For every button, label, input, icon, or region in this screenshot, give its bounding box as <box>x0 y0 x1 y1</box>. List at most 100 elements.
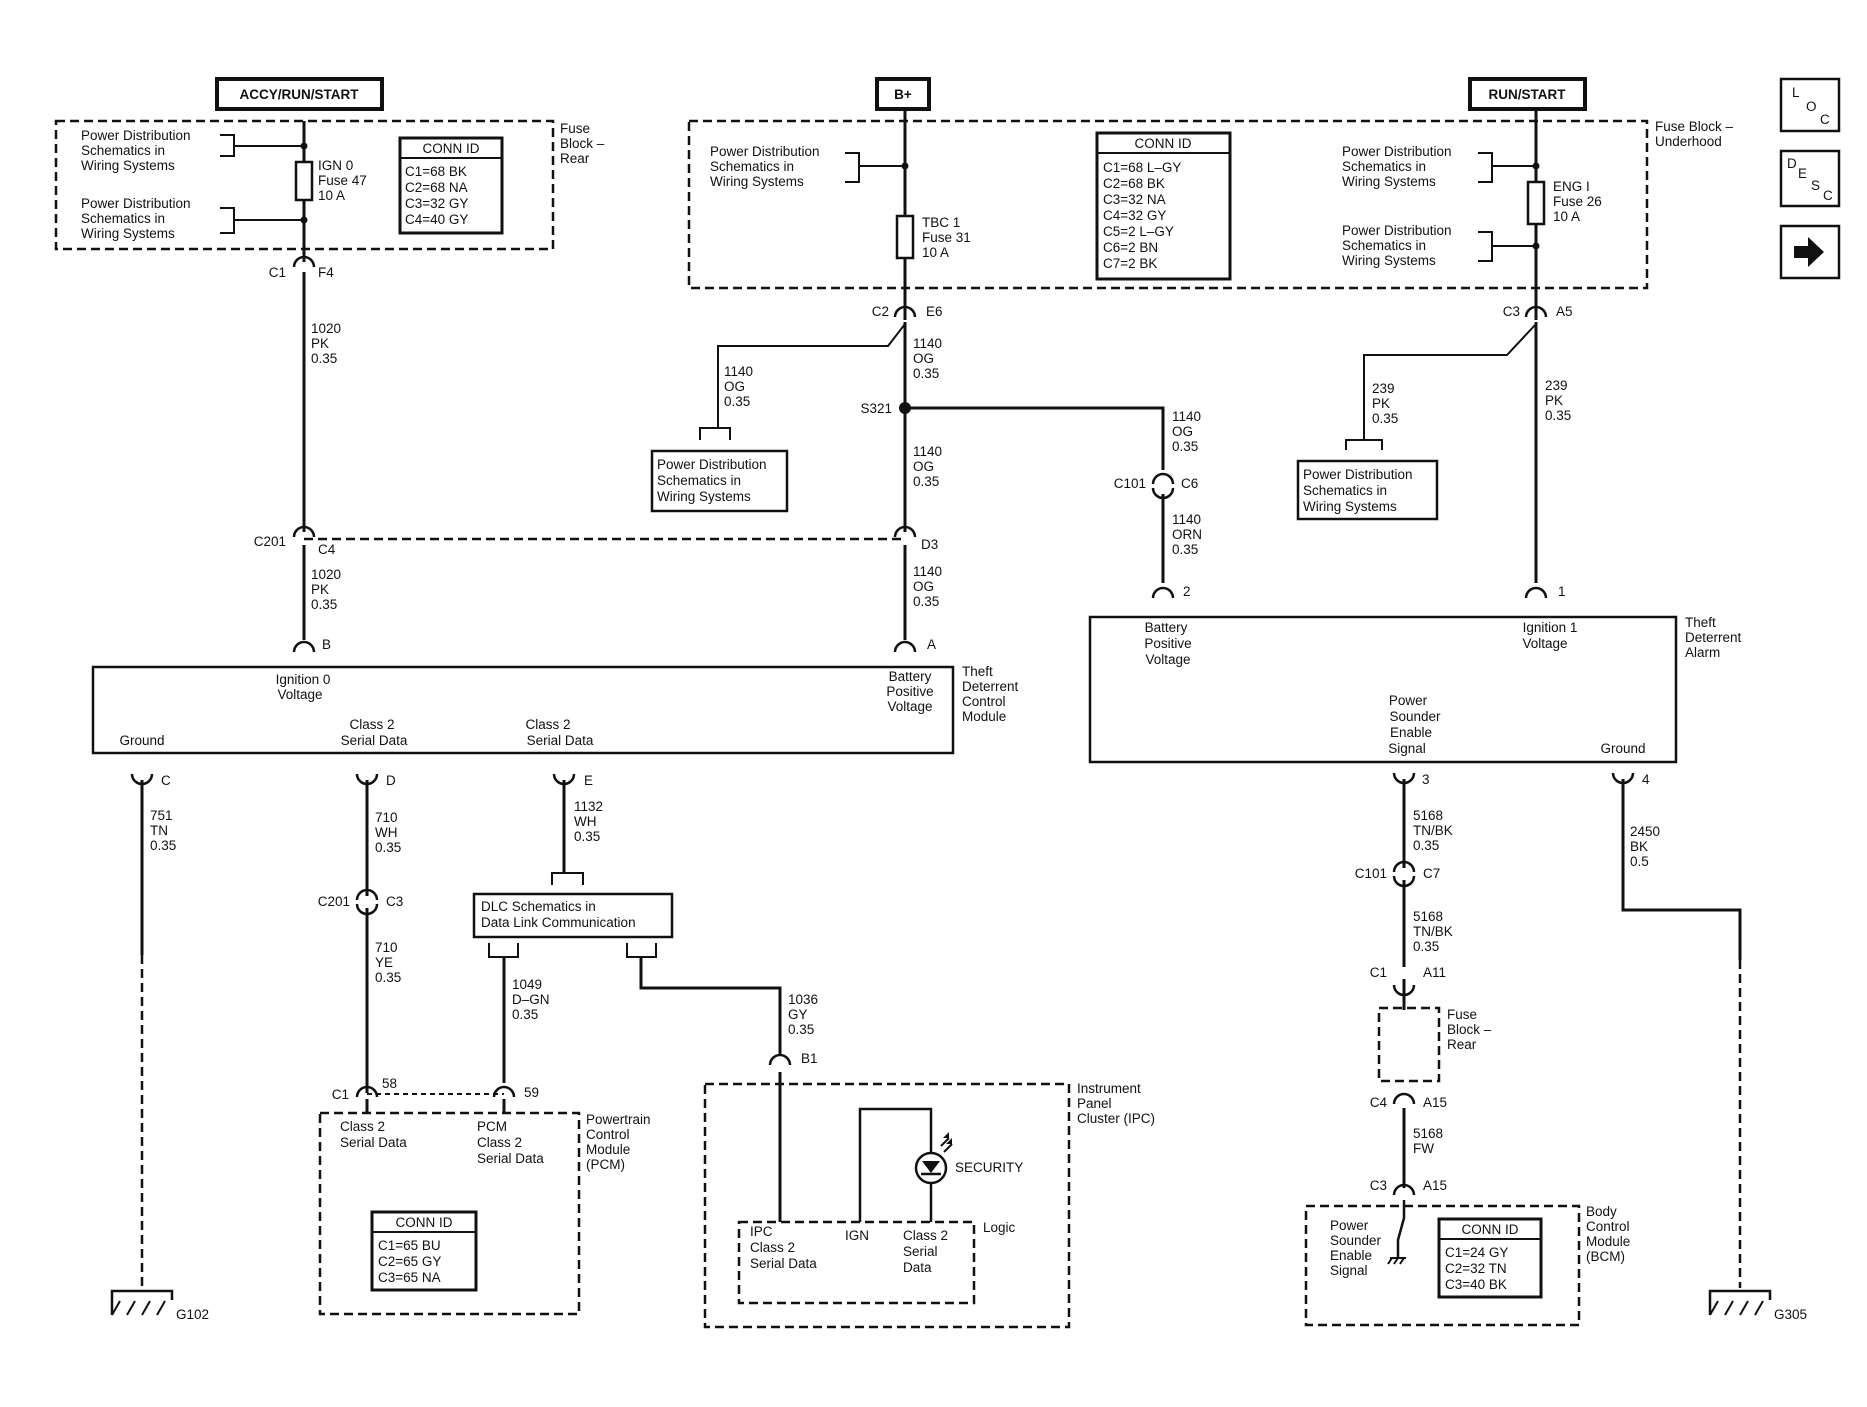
svg-text:TN/BK: TN/BK <box>1413 823 1453 838</box>
connector-d3: D3 <box>921 537 938 552</box>
svg-text:PK: PK <box>1545 393 1563 408</box>
svg-text:ACCY/RUN/START: ACCY/RUN/START <box>240 87 360 102</box>
connector-c3-lower: C3 <box>386 894 403 909</box>
dlc-schematics-box: DLC Schematics in Data Link Communicatio… <box>472 892 674 939</box>
svg-text:C4=32 GY: C4=32 GY <box>1103 208 1166 223</box>
wire-1140-branch <box>717 323 906 428</box>
fuse-block-rear-label: Fuse Block – Rear <box>560 121 605 166</box>
wire-label-710-wh: 710 WH 0.35 <box>375 810 401 855</box>
svg-text:Power Distribution: Power Distribution <box>1342 144 1452 159</box>
svg-text:Voltage: Voltage <box>1522 636 1567 651</box>
svg-text:IPC: IPC <box>750 1224 773 1239</box>
svg-text:10 A: 10 A <box>1553 209 1580 224</box>
conn-id-table-bcm: CONN ID C1=24 GY C2=32 TN C3=40 BK <box>1437 1217 1543 1299</box>
pin-3: 3 <box>1422 772 1430 787</box>
power-distribution-ref: Power Distribution Schematics in Wiring … <box>81 196 304 241</box>
wire-label-1140-mid: 1140 OG 0.35 <box>913 444 942 489</box>
svg-text:PK: PK <box>311 582 329 597</box>
svg-text:Wiring Systems: Wiring Systems <box>81 226 175 241</box>
svg-text:Module: Module <box>962 709 1006 724</box>
svg-text:D: D <box>1787 156 1797 171</box>
conn-id-table-underhood: CONN ID C1=68 L–GY C2=68 BK C3=32 NA C4=… <box>1095 131 1232 281</box>
wire-label-1140-low: 1140 OG 0.35 <box>913 564 942 609</box>
svg-text:Voltage: Voltage <box>1145 652 1190 667</box>
svg-text:Cluster (IPC): Cluster (IPC) <box>1077 1111 1155 1126</box>
svg-text:5168: 5168 <box>1413 909 1443 924</box>
svg-text:1020: 1020 <box>311 321 341 336</box>
fuse-block-underhood-outline <box>687 119 1649 290</box>
svg-text:Class 2: Class 2 <box>349 717 394 732</box>
svg-text:239: 239 <box>1372 381 1395 396</box>
svg-text:Power: Power <box>1389 693 1428 708</box>
svg-text:0.35: 0.35 <box>375 970 401 985</box>
svg-text:C3=65 NA: C3=65 NA <box>378 1270 441 1285</box>
svg-text:PCM: PCM <box>477 1119 507 1134</box>
svg-text:Rear: Rear <box>560 151 590 166</box>
wire-label-239-pd: 239 PK 0.35 <box>1372 381 1398 426</box>
svg-text:Control: Control <box>962 694 1006 709</box>
svg-text:Serial Data: Serial Data <box>340 1135 407 1150</box>
svg-text:Serial: Serial <box>903 1244 938 1259</box>
svg-text:0.35: 0.35 <box>913 594 939 609</box>
bcm-sounder-label: Power Sounder Enable Signal <box>1330 1218 1382 1278</box>
connector-c1-pcm: C1 <box>332 1087 349 1102</box>
svg-text:0.5: 0.5 <box>1630 854 1649 869</box>
connector-a15: A15 <box>1423 1095 1447 1110</box>
svg-text:Fuse 31: Fuse 31 <box>922 230 971 245</box>
security-led-icon <box>914 1132 953 1185</box>
power-distribution-ref: Power Distribution Schematics in Wiring … <box>1342 223 1536 268</box>
svg-text:Power Distribution: Power Distribution <box>81 128 191 143</box>
tda-ground-label: Ground <box>1600 741 1645 756</box>
loc-button[interactable]: L O C <box>1779 77 1841 133</box>
svg-text:Schematics in: Schematics in <box>81 211 165 226</box>
svg-text:C3=32 GY: C3=32 GY <box>405 196 468 211</box>
svg-text:Deterrent: Deterrent <box>962 679 1019 694</box>
svg-text:Enable: Enable <box>1330 1248 1372 1263</box>
svg-text:ORN: ORN <box>1172 527 1202 542</box>
svg-text:Ignition 1: Ignition 1 <box>1523 620 1578 635</box>
svg-text:Body: Body <box>1586 1204 1617 1219</box>
tdcm-ground-label: Ground <box>119 733 164 748</box>
power-distribution-ref: Power Distribution Schematics in Wiring … <box>710 144 905 189</box>
svg-text:Battery: Battery <box>889 669 932 684</box>
svg-text:C2=32 TN: C2=32 TN <box>1445 1261 1507 1276</box>
ipc-logic-block <box>737 1220 976 1305</box>
wire-label-1140-pd: 1140 OG 0.35 <box>724 364 753 409</box>
svg-text:Signal: Signal <box>1330 1263 1368 1278</box>
svg-text:WH: WH <box>375 825 398 840</box>
svg-text:CONN ID: CONN ID <box>1135 136 1192 151</box>
power-distribution-box: Power Distribution Schematics in Wiring … <box>650 449 789 513</box>
power-distribution-box: Power Distribution Schematics in Wiring … <box>1296 459 1439 521</box>
svg-text:5168: 5168 <box>1413 1126 1443 1141</box>
next-page-button[interactable] <box>1779 224 1841 280</box>
svg-text:CONN ID: CONN ID <box>1462 1222 1519 1237</box>
ground-g305-icon <box>1708 1289 1772 1316</box>
instrument-panel-cluster <box>703 1082 1071 1329</box>
desc-button[interactable]: D E S C <box>1779 149 1841 208</box>
svg-text:Schematics in: Schematics in <box>1342 238 1426 253</box>
svg-text:(BCM): (BCM) <box>1586 1249 1625 1264</box>
svg-text:C3=32 NA: C3=32 NA <box>1103 192 1166 207</box>
svg-text:OG: OG <box>724 379 745 394</box>
svg-text:1140: 1140 <box>913 444 942 459</box>
svg-text:Instrument: Instrument <box>1077 1081 1141 1096</box>
wire-label-2450: 2450 BK 0.5 <box>1630 824 1660 869</box>
pin-4: 4 <box>1642 772 1650 787</box>
svg-text:Schematics in: Schematics in <box>657 473 741 488</box>
tdcm-battery-label: Battery Positive Voltage <box>886 669 933 714</box>
svg-text:2450: 2450 <box>1630 824 1660 839</box>
connector-f4: F4 <box>318 265 334 280</box>
svg-text:C1=24 GY: C1=24 GY <box>1445 1245 1508 1260</box>
svg-text:Fuse 26: Fuse 26 <box>1553 194 1602 209</box>
ground-g102-icon <box>110 1289 174 1316</box>
svg-text:C1=68 BK: C1=68 BK <box>405 164 467 179</box>
fuse-block-rear-2-label: Fuse Block – Rear <box>1447 1007 1492 1052</box>
theft-deterrent-control-module <box>91 665 955 755</box>
svg-text:0.35: 0.35 <box>1172 542 1198 557</box>
run-start-box: RUN/START <box>1468 77 1587 111</box>
svg-text:0.35: 0.35 <box>1545 408 1571 423</box>
tda-battery-label: Battery Positive Voltage <box>1144 620 1191 667</box>
svg-text:CONN ID: CONN ID <box>423 141 480 156</box>
svg-text:Serial Data: Serial Data <box>750 1256 817 1271</box>
